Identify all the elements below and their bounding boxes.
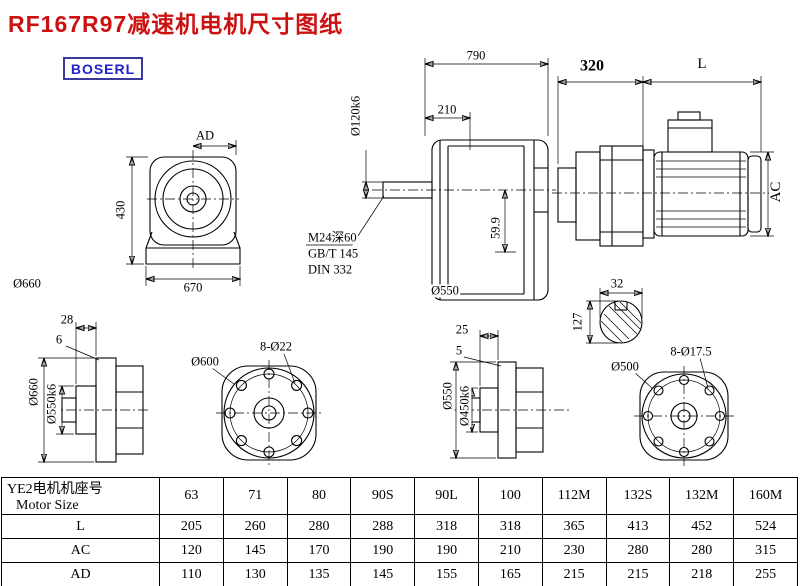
size-col-header: 90L	[414, 477, 479, 515]
table-cell: 135	[286, 562, 352, 586]
size-col-header: 112M	[541, 477, 607, 515]
motor-size-table: YE2电机机座号 Motor Size 63 71 80 90S 90L 100…	[1, 477, 798, 586]
technical-drawing-canvas	[38, 58, 780, 468]
table-row-AD: AD 110 130 135 145 155 165 215 215 218 2…	[1, 562, 798, 586]
dim-670-label: 670	[182, 280, 204, 295]
table-cell: 190	[414, 538, 479, 563]
table-cell: 145	[222, 538, 288, 563]
table-header-row: YE2电机机座号 Motor Size 63 71 80 90S 90L 100…	[1, 477, 798, 515]
size-col-header: 80	[286, 477, 352, 515]
table-cell: 215	[541, 562, 607, 586]
dia-660-side-label: Ø660	[26, 377, 41, 407]
row-label-AC: AC	[1, 538, 160, 563]
dim-6-label: 6	[54, 332, 64, 347]
size-col-header: 90S	[350, 477, 416, 515]
table-cell: 155	[414, 562, 479, 586]
dim-59-9-label: 59.9	[488, 216, 503, 240]
dia-120k6-label: Ø120k6	[348, 94, 363, 138]
table-cell: 365	[541, 514, 607, 539]
output-flange-profile-view	[38, 322, 150, 462]
table-cell: 205	[159, 514, 224, 539]
output-flange-face-view	[211, 353, 322, 466]
dia-550k6-label: Ø550k6	[44, 382, 59, 426]
thread-m24-label: M24深60	[307, 230, 358, 245]
dim-25-label: 25	[454, 322, 470, 337]
dim-430-label: 430	[113, 199, 128, 221]
table-cell: 145	[350, 562, 416, 586]
table-cell: 130	[222, 562, 288, 586]
dia-550-label: Ø550	[430, 283, 460, 298]
holes-8-17-5-label: 8-Ø17.5	[669, 344, 713, 359]
front-view	[126, 140, 240, 286]
size-col-header: 132M	[669, 477, 735, 515]
table-cell: 280	[669, 538, 735, 563]
input-flange-profile-view	[446, 330, 570, 458]
motor-assembly-view	[552, 76, 780, 247]
table-cell: 318	[477, 514, 543, 539]
table-cell: 260	[222, 514, 288, 539]
dim-210-label: 210	[436, 102, 458, 117]
input-flange-face-view	[633, 357, 734, 468]
holes-8-22-label: 8-Ø22	[259, 339, 293, 354]
table-cell: 190	[350, 538, 416, 563]
table-cell: 280	[605, 538, 671, 563]
brand-label: BOSERL	[70, 60, 136, 77]
table-row-AC: AC 120 145 170 190 190 210 230 280 280 3…	[1, 538, 798, 563]
table-row-L: L 205 260 280 288 318 318 365 413 452 52…	[1, 514, 798, 539]
dim-5-label: 5	[454, 343, 464, 358]
dia-550-side-label: Ø550	[440, 381, 455, 411]
brand-logo: BOSERL	[63, 57, 143, 80]
table-cell: 280	[286, 514, 352, 539]
table-cell: 218	[669, 562, 735, 586]
size-col-header: 100	[477, 477, 543, 515]
table-cell: 524	[733, 514, 798, 539]
row-label-AD: AD	[1, 562, 160, 586]
table-cell: 288	[350, 514, 416, 539]
standard-gbt145-label: GB/T 145	[307, 246, 360, 261]
dim-l-label: L	[696, 56, 708, 73]
table-cell: 318	[414, 514, 479, 539]
dia-660-label: Ø660	[12, 276, 42, 291]
table-cell: 315	[733, 538, 798, 563]
table-cell: 452	[669, 514, 735, 539]
dim-320-label: 320	[579, 57, 605, 76]
dim-32-label: 32	[609, 276, 625, 291]
table-cell: 120	[159, 538, 224, 563]
size-col-header: 71	[222, 477, 288, 515]
dim-28-label: 28	[59, 312, 75, 327]
dim-ac-label: AC	[768, 180, 785, 204]
dia-450k6-label: Ø450k6	[457, 384, 472, 428]
dim-127-label: 127	[570, 311, 585, 333]
page-title: RF167R97减速机电机尺寸图纸	[8, 11, 344, 37]
main-side-view	[306, 58, 556, 301]
size-col-header: 132S	[605, 477, 671, 515]
table-cell: 170	[286, 538, 352, 563]
size-col-header: 63	[159, 477, 224, 515]
dia-600-label: Ø600	[190, 354, 220, 369]
dia-500-label: Ø500	[610, 359, 640, 374]
table-cell: 215	[605, 562, 671, 586]
size-col-header: 160M	[733, 477, 798, 515]
standard-din332-label: DIN 332	[307, 262, 354, 277]
table-cell: 210	[477, 538, 543, 563]
table-cell: 255	[733, 562, 798, 586]
shaft-section-view	[586, 288, 642, 343]
dim-ad-label: AD	[194, 128, 216, 143]
motor-size-header-en: Motor Size	[16, 498, 79, 513]
table-cell: 110	[159, 562, 224, 586]
row-label-L: L	[1, 514, 160, 539]
motor-size-header-cell: YE2电机机座号 Motor Size	[1, 477, 160, 515]
table-cell: 413	[605, 514, 671, 539]
dim-790-label: 790	[465, 48, 487, 63]
table-cell: 230	[541, 538, 607, 563]
table-cell: 165	[477, 562, 543, 586]
motor-size-header-cn: YE2电机机座号	[7, 482, 103, 497]
